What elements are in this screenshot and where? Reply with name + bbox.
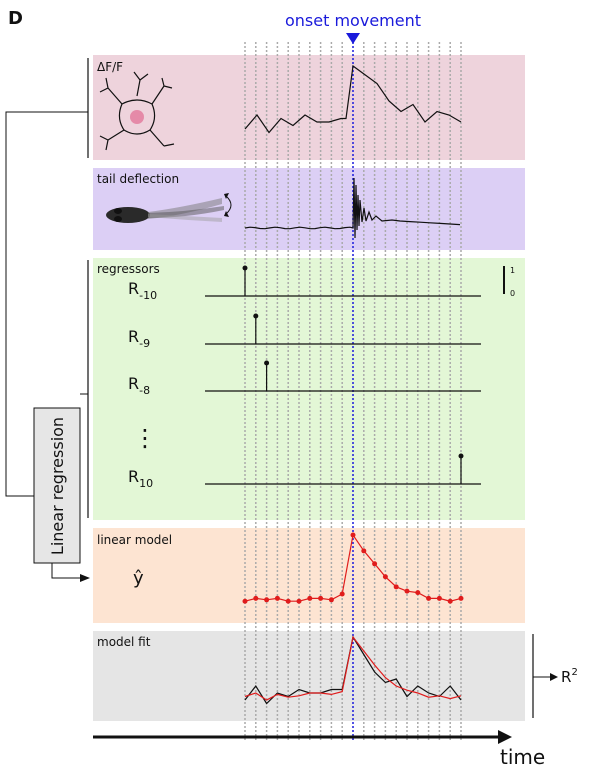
regressor-label: R10: [128, 467, 153, 490]
panel-model-fit-bg: [93, 631, 525, 721]
tail-deflection-arrow-icon: [225, 195, 232, 215]
linear-model-point: [274, 595, 280, 601]
linear-model-point: [361, 548, 367, 554]
regressor-label: R-8: [128, 374, 150, 397]
panel-linear-model-bg: [93, 528, 525, 623]
linear-model-point: [404, 588, 410, 594]
neuron-icon: [99, 71, 175, 151]
linear-model-point: [436, 595, 442, 601]
tail-trace: [244, 177, 461, 239]
scale-bottom-label: 0: [510, 289, 515, 298]
scale-top-label: 1: [510, 266, 515, 275]
linear-model-point: [393, 584, 399, 590]
onset-label: onset movement: [285, 11, 421, 30]
larval-zebrafish-icon: [106, 198, 224, 223]
figure-letter: D: [8, 8, 23, 29]
linear-model-point: [328, 597, 334, 603]
panel-model-fit-label: model fit: [97, 635, 151, 649]
panel-tail-bg: [93, 168, 525, 250]
dff-trace: [244, 64, 462, 134]
linear-regression-label: Linear regression: [48, 417, 67, 555]
regressor-stem-dot: [253, 313, 259, 319]
linear-model-point: [372, 561, 378, 567]
linear-regression-box: [33, 407, 81, 564]
regressor-stem-dot: [458, 453, 464, 459]
linear-model-point: [253, 595, 259, 601]
tail-arrow-head-up-icon: [224, 193, 229, 199]
linear-model-point: [285, 598, 291, 604]
regressor-label: R-10: [128, 279, 157, 302]
onset-marker-icon: [346, 33, 360, 44]
panel-linear-model-label: linear model: [97, 533, 172, 547]
time-label: time: [500, 745, 545, 769]
fit-model-trace: [244, 635, 462, 701]
linear-model-point: [264, 597, 270, 603]
linear-model-point: [426, 595, 432, 601]
regressor-ellipsis: ⋮: [133, 424, 157, 452]
regression-to-model-arrowhead-icon: [80, 574, 90, 582]
linear-model-point: [318, 595, 324, 601]
linear-model-point: [339, 591, 345, 597]
linear-model-series: [242, 532, 464, 604]
panel-dff-label: ΔF/F: [97, 60, 123, 74]
panel-dff-bg: [93, 55, 525, 160]
linear-model-point: [415, 590, 421, 596]
panel-tail-label: tail deflection: [97, 172, 179, 186]
yhat-label: ŷ: [133, 568, 144, 589]
regressor-label: R-9: [128, 327, 150, 350]
linear-model-point: [350, 532, 356, 538]
time-axis-arrowhead-icon: [498, 730, 512, 744]
linear-model-point: [242, 598, 248, 604]
regressor-stem-dot: [242, 265, 248, 271]
panel-regressors-label: regressors: [97, 262, 160, 276]
linear-model-point: [447, 598, 453, 604]
neuron-nucleus-icon: [130, 110, 144, 124]
regressor-stem-dot: [264, 360, 270, 366]
r2-label: R2: [561, 667, 578, 686]
linear-model-point: [296, 598, 302, 604]
r2-arrowhead-icon: [550, 673, 558, 681]
linear-model-point: [382, 574, 388, 580]
dff-to-regression-connector: [5, 111, 88, 497]
tail-arrow-head-down-icon: [224, 211, 229, 217]
linear-model-point: [458, 595, 464, 601]
linear-model-point: [307, 595, 313, 601]
panel-regressors-bg: [93, 258, 525, 520]
regression-to-model-arrow: [51, 563, 80, 579]
